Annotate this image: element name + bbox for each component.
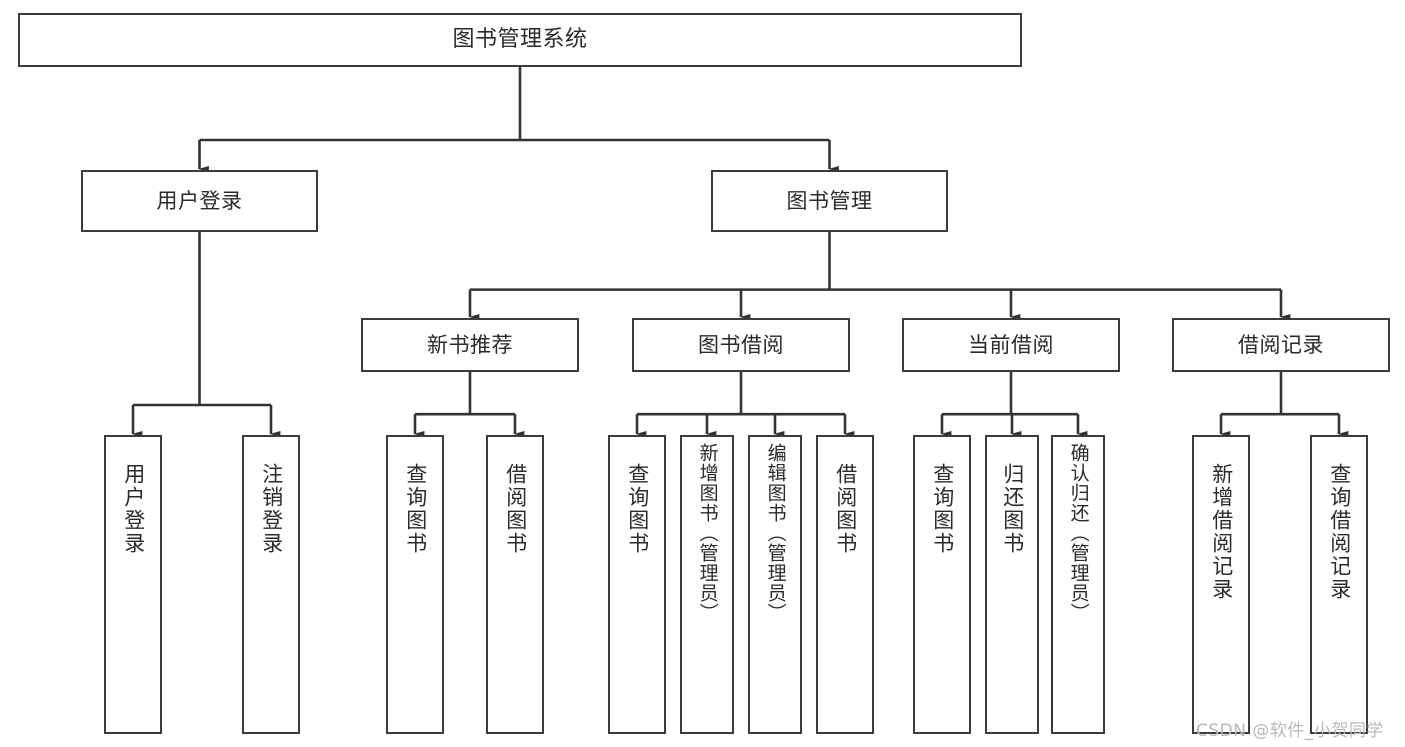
node-book_mgmt[interactable]: 图书管理 — [711, 170, 948, 232]
node-label: 查询图书 — [403, 463, 428, 555]
node-leaf_borrow_book_1[interactable]: 借阅图书 — [486, 435, 544, 734]
node-label: 确认归还（管理员） — [1067, 443, 1090, 623]
node-label: 借阅记录 — [1238, 332, 1324, 357]
node-label: 当前借阅 — [968, 332, 1054, 357]
node-leaf_borrow_book_2[interactable]: 借阅图书 — [816, 435, 874, 734]
node-label: 借阅图书 — [503, 463, 528, 555]
node-current_borrow[interactable]: 当前借阅 — [902, 318, 1120, 372]
node-label: 图书管理 — [786, 188, 873, 213]
node-label: 查询图书 — [930, 463, 955, 555]
node-label: 新增图书（管理员） — [696, 443, 719, 623]
node-leaf_user_login[interactable]: 用户登录 — [104, 435, 162, 734]
node-leaf_add_record[interactable]: 新增借阅记录 — [1192, 435, 1250, 734]
node-leaf_return_book[interactable]: 归还图书 — [985, 435, 1039, 734]
node-leaf_user_logout[interactable]: 注销登录 — [242, 435, 300, 734]
csdn-watermark: CSDN @软件_小贺同学 — [1196, 721, 1384, 741]
node-borrow_record[interactable]: 借阅记录 — [1172, 318, 1390, 372]
node-label: 查询借阅记录 — [1327, 463, 1352, 601]
node-leaf_confirm_return[interactable]: 确认归还（管理员） — [1051, 435, 1105, 734]
node-leaf_query_record[interactable]: 查询借阅记录 — [1310, 435, 1368, 734]
node-label: 用户登录 — [156, 188, 243, 213]
node-user_login[interactable]: 用户登录 — [81, 170, 318, 232]
node-root[interactable]: 图书管理系统 — [18, 13, 1022, 67]
node-leaf_edit_book[interactable]: 编辑图书（管理员） — [748, 435, 802, 734]
node-label: 新书推荐 — [427, 332, 513, 357]
node-label: 图书管理系统 — [452, 27, 588, 53]
node-label: 图书借阅 — [698, 332, 784, 357]
node-label: 查询图书 — [625, 463, 650, 555]
node-label: 新增借阅记录 — [1209, 463, 1234, 601]
node-leaf_query_book_3[interactable]: 查询图书 — [913, 435, 971, 734]
node-new_book_rec[interactable]: 新书推荐 — [361, 318, 579, 372]
node-label: 借阅图书 — [833, 463, 858, 555]
node-label: 编辑图书（管理员） — [764, 443, 787, 623]
node-leaf_query_book_2[interactable]: 查询图书 — [608, 435, 666, 734]
node-label: 用户登录 — [121, 463, 146, 555]
node-leaf_add_book[interactable]: 新增图书（管理员） — [680, 435, 734, 734]
node-label: 注销登录 — [259, 463, 284, 555]
node-book_borrow[interactable]: 图书借阅 — [632, 318, 850, 372]
node-label: 归还图书 — [1000, 463, 1025, 555]
node-leaf_query_book_1[interactable]: 查询图书 — [386, 435, 444, 734]
